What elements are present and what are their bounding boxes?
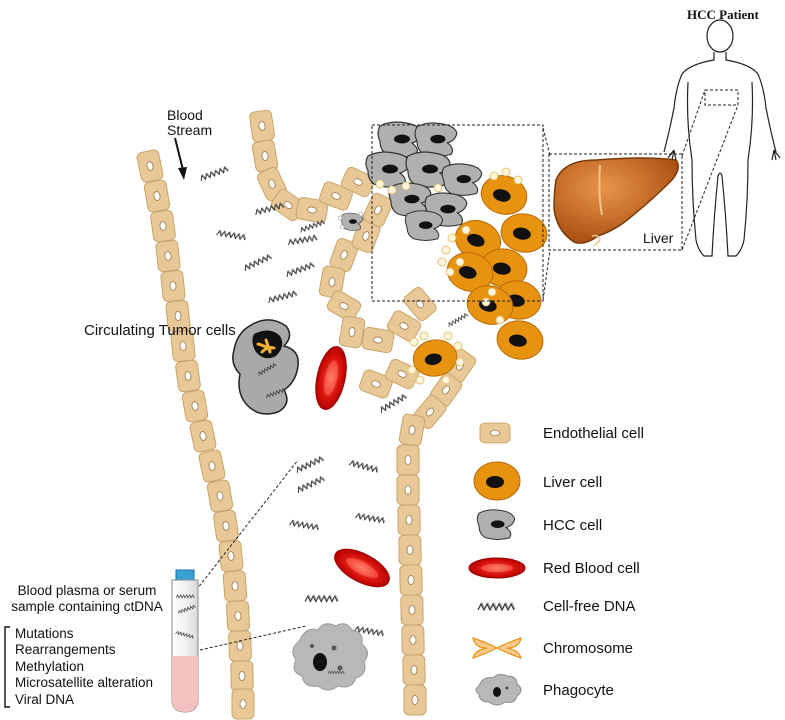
plasma-sample-line-1: Blood plasma or serum [17, 583, 157, 598]
blood-stream-line-2: Stream [167, 121, 213, 138]
legend-label-phagocyte: Phagocyte [543, 682, 614, 699]
phagocyte-icon [475, 673, 522, 706]
legend-label-hcc: HCC cell [543, 517, 603, 534]
blood-sample-tube [171, 569, 199, 713]
blood-stream-line-1: Blood [167, 107, 203, 123]
circulating-tumor-cell [232, 319, 299, 415]
legend-label-cfdna: Cell-free DNA [543, 598, 636, 615]
liver-organ-illustration [553, 157, 679, 247]
alteration-item: Mutations [15, 626, 74, 641]
alteration-item: Rearrangements [15, 642, 116, 658]
alteration-item: Viral DNA [15, 691, 75, 707]
hcc-patient-figure [663, 19, 781, 257]
hcc-cell-icon [476, 509, 516, 540]
blood-stream-label: Blood Stream [167, 108, 212, 137]
cell-free-dna-icon [477, 602, 516, 611]
alteration-item: Methylation [15, 658, 85, 674]
red-blood-cell-upper [315, 346, 347, 410]
endothelial-cell-icon [479, 422, 511, 444]
blood-stream-arrow [174, 137, 187, 180]
alteration-item: Microsatellite alteration [15, 675, 154, 691]
liver-label: Liver [643, 230, 674, 246]
vessel-wall-right [396, 346, 479, 716]
legend-label-chromosome: Chromosome [543, 640, 634, 657]
patient-title: HCC Patient [687, 7, 759, 22]
legend-label-endothelial: Endothelial cell [543, 425, 644, 442]
shed-hcc-cell [337, 211, 364, 231]
legend-label-liver: Liver cell [543, 474, 603, 491]
red-blood-cell-lower [334, 548, 390, 588]
vessel-wall-top [248, 109, 377, 224]
alterations-bracket [4, 626, 10, 708]
liver-cell-icon [473, 461, 521, 501]
legend-label-rbc: Red Blood cell [543, 560, 640, 577]
plasma-sample-line-2: sample containing ctDNA [11, 599, 163, 615]
legend-icons [468, 422, 526, 706]
vessel-wall-lower-branch [357, 357, 421, 400]
plasma-sample-label: Blood plasma or serum sample containing … [3, 583, 171, 615]
circulating-tumor-cells-label: Circulating Tumor cells [84, 322, 236, 339]
ctdna-alterations-list: Mutations Rearrangements Methylation Mic… [15, 626, 153, 708]
phagocyte [292, 623, 368, 691]
chromosome-icon [472, 637, 522, 659]
red-blood-cell-icon [468, 557, 526, 579]
